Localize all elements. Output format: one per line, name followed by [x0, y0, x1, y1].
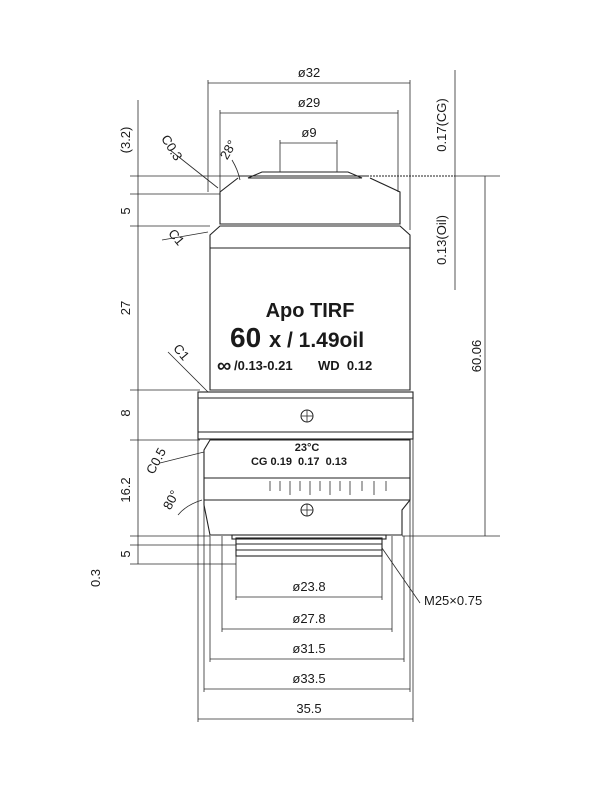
chamfer-front-cap: C1: [165, 226, 187, 248]
temperature-label: 23°C: [295, 442, 320, 454]
dim-height-front-cap: 5: [118, 207, 133, 214]
set-screw-lower-icon: [300, 503, 314, 517]
chamfer-collar: C0.5: [143, 445, 169, 476]
dim-max-width: 35.5: [296, 701, 321, 716]
dim-ring-diameter: ø31.5: [292, 641, 325, 656]
dim-top-diameter-middle: ø29: [298, 95, 320, 110]
dim-oil-thickness: 0.13(Oil): [434, 215, 449, 265]
numerical-aperture: / 1.49oil: [287, 329, 364, 352]
brand-line: Apo TIRF: [266, 300, 355, 322]
dim-body-diameter: ø33.5: [292, 671, 325, 686]
infinity-symbol: ∞: [217, 355, 231, 377]
bottom-dimension-lines: [197, 439, 414, 722]
thread-spec: M25×0.75: [424, 593, 482, 608]
dim-height-collar: 8: [118, 409, 133, 416]
top-dimension-lines: [207, 80, 411, 230]
collar-scale-ticks: [269, 481, 387, 495]
dim-height-correction-ring: 16.2: [118, 477, 133, 502]
right-dimension-lines: [381, 70, 500, 604]
dim-height-parfocal-offset: (3.2): [118, 127, 133, 154]
dim-height-shoulder-gap: 0.3: [88, 569, 103, 587]
dim-top-diameter-tip: ø9: [301, 125, 316, 140]
set-screw-upper-icon: [300, 409, 314, 423]
mag-symbol: x: [269, 327, 282, 352]
dim-cover-glass-thickness: 0.17(CG): [434, 98, 449, 151]
chamfer-barrel-bottom: C1: [170, 341, 192, 363]
dim-shoulder-diameter: ø27.8: [292, 611, 325, 626]
dim-parfocal-length: 60.06: [469, 340, 484, 373]
dim-top-diameter-outer: ø32: [298, 65, 320, 80]
magnification: 60: [230, 322, 261, 353]
correction-collar-scale: CG 0.19 0.17 0.13: [251, 456, 347, 468]
dim-height-barrel: 27: [118, 301, 133, 315]
left-dimension-lines: [130, 100, 238, 565]
chamfer-leader-lines: [159, 149, 241, 516]
working-distance: WD 0.12: [318, 358, 372, 373]
dim-thread-diameter: ø23.8: [292, 579, 325, 594]
cover-glass-range: /0.13-0.21: [234, 358, 293, 373]
angle-collar: 80°: [160, 488, 182, 512]
dim-height-thread: 5: [118, 550, 133, 557]
lens-body-outline: [197, 171, 455, 557]
